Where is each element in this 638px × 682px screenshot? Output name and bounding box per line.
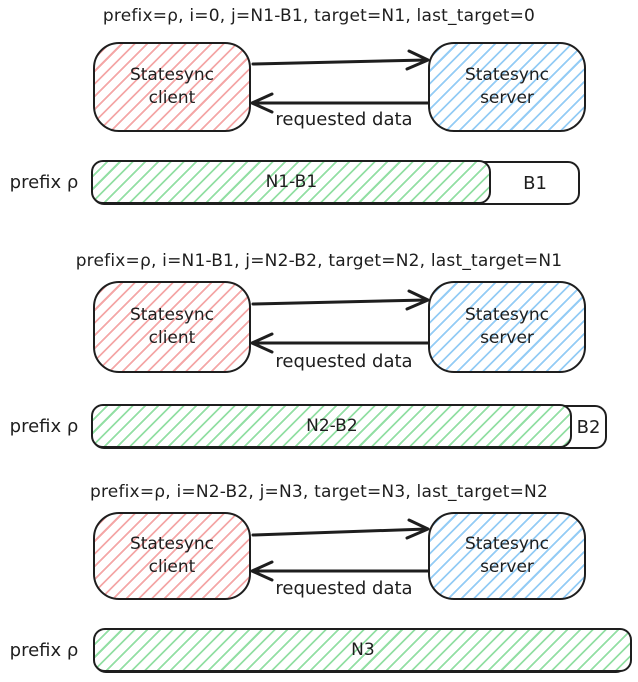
request-arrow-round-1-icon: [251, 49, 430, 71]
response-arrow-round-2-icon: [250, 332, 430, 354]
remaining-range-segment: B2: [572, 407, 605, 447]
remaining-range-label: B2: [576, 416, 601, 438]
synced-range-segment: N3: [93, 628, 633, 673]
statesync-server-box-round-1: Statesync server: [428, 42, 586, 132]
sync-progress-bar-round-3: N3: [93, 628, 633, 673]
statesync-client-label: Statesync client: [129, 305, 215, 348]
requested-data-label-round-2: requested data: [275, 351, 413, 372]
round-3-parameters: prefix=ρ, i=N2-B2, j=N3, target=N3, last…: [89, 482, 548, 502]
sync-progress-bar-round-2: N2-B2 B2: [91, 404, 607, 449]
statesync-server-box-round-2: Statesync server: [428, 281, 586, 373]
sync-progress-bar-round-1: N1-B1 B1: [91, 160, 580, 205]
statesync-server-label: Statesync server: [464, 305, 550, 348]
statesync-server-box-round-3: Statesync server: [428, 512, 586, 600]
prefix-label-round-3: prefix ρ: [9, 640, 79, 661]
round-2-parameters: prefix=ρ, i=N1-B1, j=N2-B2, target=N2, l…: [75, 251, 563, 271]
synced-range-segment: N2-B2: [91, 404, 573, 449]
synced-range-segment: N1-B1: [91, 160, 492, 205]
request-arrow-round-3-icon: [251, 518, 430, 540]
requested-data-label-round-1: requested data: [275, 109, 413, 130]
synced-range-label: N2-B2: [306, 416, 358, 437]
statesync-client-label: Statesync client: [129, 65, 215, 108]
statesync-server-label: Statesync server: [464, 65, 550, 108]
prefix-label-round-2: prefix ρ: [9, 416, 79, 437]
statesync-client-box-round-2: Statesync client: [93, 281, 251, 373]
synced-range-label: N1-B1: [265, 172, 318, 193]
statesync-server-label: Statesync server: [464, 534, 550, 577]
requested-data-label-round-3: requested data: [275, 578, 413, 599]
statesync-client-label: Statesync client: [129, 534, 215, 577]
synced-range-label: N3: [351, 640, 375, 661]
statesync-client-box-round-3: Statesync client: [93, 512, 251, 600]
round-1-parameters: prefix=ρ, i=0, j=N1-B1, target=N1, last_…: [102, 6, 536, 26]
remaining-range-label: B1: [523, 172, 547, 194]
prefix-label-round-1: prefix ρ: [9, 172, 79, 193]
request-arrow-round-2-icon: [251, 289, 430, 311]
remaining-range-segment: B1: [492, 163, 578, 203]
statesync-client-box-round-1: Statesync client: [93, 42, 251, 132]
